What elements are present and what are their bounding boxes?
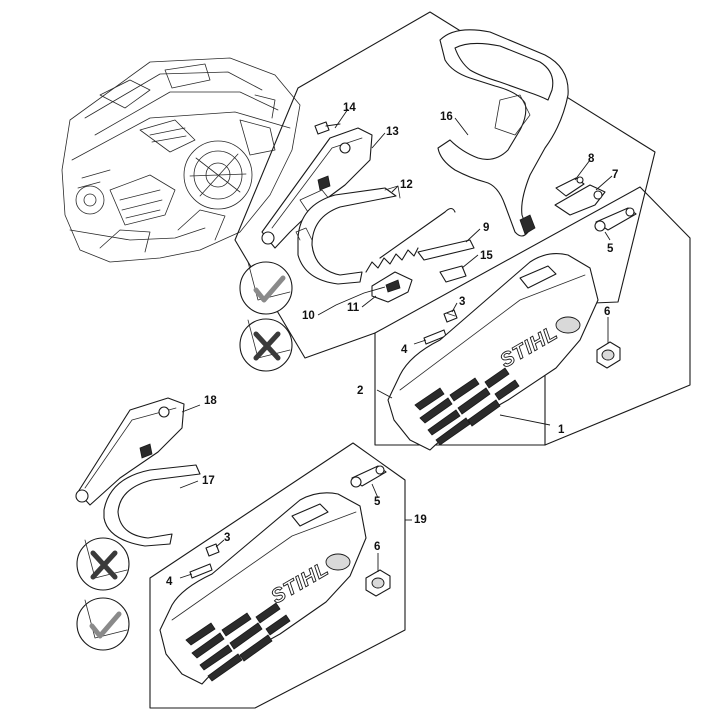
label-part-19: 19 [414, 514, 427, 526]
brake-band-part-lower [103, 464, 201, 547]
label-part-2: 2 [357, 385, 363, 397]
chain-tensioner-part-lower [350, 465, 387, 488]
label-part-17: 17 [202, 475, 215, 487]
sprocket-cover-part-lower: STIHL [159, 492, 367, 685]
check-ok-icon [239, 261, 293, 315]
label-part-5-lower: 5 [374, 496, 381, 508]
brake-lever-part-lower [75, 397, 185, 506]
screw-part [314, 121, 341, 135]
label-part-1: 1 [558, 424, 565, 436]
label-part-11: 11 [347, 302, 360, 314]
label-part-10: 10 [302, 310, 315, 322]
check-ok-icon [76, 597, 130, 651]
label-part-13: 13 [386, 126, 399, 138]
lower-group-frame [149, 442, 406, 709]
pins-part-lower [189, 543, 220, 579]
label-part-3-upper: 3 [459, 296, 465, 308]
brake-pawl-part [554, 176, 606, 216]
cover-subgroup-frame [374, 186, 691, 446]
collar-nut-part-upper [596, 341, 621, 369]
label-part-7: 7 [612, 169, 618, 181]
spring-wire-part [379, 207, 475, 283]
label-part-4-upper: 4 [401, 344, 408, 356]
label-part-8: 8 [588, 153, 595, 165]
label-part-14: 14 [343, 102, 356, 114]
engine-assembly-sketch [61, 57, 301, 263]
check-wrong-icon [76, 537, 130, 591]
label-part-12: 12 [400, 179, 413, 191]
label-part-9: 9 [483, 222, 489, 234]
label-part-6-lower: 6 [374, 541, 380, 553]
sprocket-cover-part-upper: STIHL [387, 253, 599, 451]
label-part-4-lower: 4 [166, 576, 173, 588]
label-part-16: 16 [440, 111, 453, 123]
label-part-3-lower: 3 [224, 532, 230, 544]
chain-tensioner-part-upper [594, 207, 637, 232]
cooling-slots-lower [185, 602, 291, 682]
check-wrong-icon [239, 318, 293, 372]
part-number-labels: 16 14 13 12 8 7 9 15 5 10 11 3 6 4 2 1 1… [166, 102, 618, 588]
label-part-15: 15 [480, 250, 493, 262]
collar-nut-part-lower [365, 569, 391, 597]
callout-lines [179, 108, 613, 579]
label-part-6-upper: 6 [604, 306, 610, 318]
brake-lever-plate-part [261, 127, 373, 249]
cooling-slots-upper [414, 367, 520, 446]
label-part-18: 18 [204, 395, 217, 407]
hand-guard-part [437, 29, 569, 237]
label-part-5-upper: 5 [607, 243, 614, 255]
tension-spring-part [365, 247, 419, 303]
